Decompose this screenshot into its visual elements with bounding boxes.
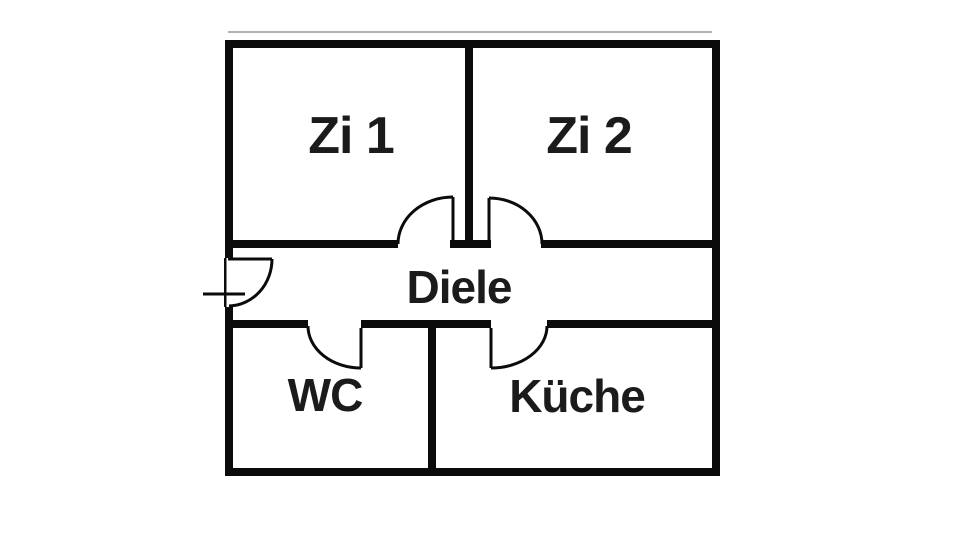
- wall-zi-diele-center: [450, 240, 491, 248]
- outer-walls: [224, 40, 720, 476]
- zi1-door-arc: [396, 195, 454, 245]
- wall-bottom: [225, 468, 720, 476]
- wall-diele-wc-left: [225, 320, 308, 328]
- wall-right: [712, 40, 720, 476]
- room-label-diele: Diele: [407, 261, 512, 313]
- wall-diele-center: [361, 320, 491, 328]
- wall-top: [225, 40, 720, 48]
- room-labels: Zi 1 Zi 2 Diele WC Küche: [288, 107, 647, 422]
- wall-diele-kueche-right: [547, 320, 720, 328]
- entry-door-arc: [228, 258, 274, 308]
- wall-left-lower: [225, 307, 233, 476]
- wall-left-entry-skin: [224, 258, 227, 307]
- kueche-door-arc: [490, 325, 549, 370]
- interior-walls: [225, 48, 720, 468]
- wall-zi1-zi2: [465, 48, 473, 248]
- wall-wc-kueche: [428, 328, 436, 468]
- zi2-door-arc: [488, 196, 544, 245]
- room-label-wc: WC: [288, 369, 363, 421]
- doors: [203, 195, 549, 370]
- wall-left-upper: [225, 40, 233, 258]
- room-label-zi2: Zi 2: [546, 107, 632, 165]
- wall-zi-diele-left: [225, 240, 398, 248]
- wall-zi-diele-right: [541, 240, 720, 248]
- room-label-zi1: Zi 1: [308, 107, 394, 165]
- room-label-kueche: Küche: [509, 370, 645, 422]
- wc-door-arc: [306, 325, 362, 370]
